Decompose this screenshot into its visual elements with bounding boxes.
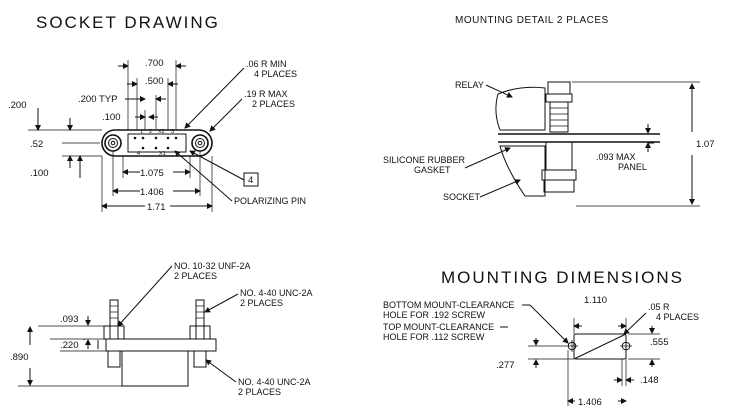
note-r-max-line2: 2 PLACES (252, 99, 295, 109)
pin-label-1: 1 (140, 129, 143, 135)
socket-lower-body (121, 350, 189, 387)
dim-107: 1.07 (696, 139, 715, 150)
top-clearance-line1: TOP MOUNT-CLEARANCE (383, 322, 494, 332)
dim-100-bottom: .100 (30, 168, 49, 179)
note-flag-number: 4 (248, 175, 253, 186)
screw-1-qty: 2 PLACES (174, 271, 217, 281)
dim-171: 1.71 (147, 202, 166, 213)
dim-1110: 1.110 (584, 295, 607, 306)
mounting-dimensions-title: MOUNTING DIMENSIONS (441, 268, 684, 287)
relay-body (495, 86, 546, 131)
dim-500: .500 (145, 76, 164, 87)
pin-label-2: 2 (149, 129, 152, 135)
bottom-clearance-line2: HOLE FOR .192 SCREW (383, 310, 486, 320)
stud (549, 101, 569, 133)
gasket-label-line2: GASKET (414, 165, 451, 175)
relay-label: RELAY (455, 80, 484, 90)
socket-drawing-title: SOCKET DRAWING (36, 13, 220, 32)
dim-555: .555 (650, 337, 669, 348)
socket-outline (101, 129, 213, 157)
bottom-nut (541, 169, 577, 181)
polarizing-pin-label: POLARIZING PIN (234, 196, 306, 206)
screw-1-label: NO. 10-32 UNF-2A (174, 261, 251, 271)
bottom-clearance-line1: BOTTOM MOUNT-CLEARANCE (383, 300, 514, 310)
gasket-label-line1: SILICONE RUBBER (383, 155, 466, 165)
dim-093: .093 (60, 314, 79, 325)
socket-label: SOCKET (443, 192, 481, 202)
note-r-min-line2: 4 PLACES (254, 69, 297, 79)
mounting-detail-title: MOUNTING DETAIL 2 PLACES (455, 15, 609, 26)
dim-277: .277 (496, 360, 515, 371)
pin-label-3: 3 (171, 129, 174, 135)
dim-220: .220 (60, 340, 79, 351)
pin-label-x1: X1 (159, 151, 166, 157)
mounting-detail-view: MOUNTING DETAIL 2 PLACES 1.07 .093 MAX P… (383, 15, 715, 207)
note-r-line2: 4 PLACES (656, 312, 699, 322)
gasket-stack (545, 141, 573, 171)
pin-label-x2: X2 (158, 129, 165, 135)
dim-200-typ: .200 TYP (78, 94, 117, 105)
socket-pins (133, 136, 178, 150)
dim-148: .148 (640, 375, 659, 386)
panel-note-line1: .093 MAX (596, 152, 636, 162)
dim-1075: 1.075 (140, 168, 164, 179)
left-bottom-screw (107, 350, 121, 368)
socket-body (499, 145, 546, 197)
dim-890: .890 (10, 352, 29, 363)
dim-1406: 1.406 (140, 187, 164, 198)
socket-drawing-view: SOCKET DRAWING 1 2 X2 3 4 X1 (8, 13, 306, 213)
socket-center-block (127, 133, 187, 153)
dim-200: .200 (8, 100, 27, 111)
right-bottom-screw (193, 350, 207, 368)
note-r-max-line1: .19 R MAX (244, 89, 288, 99)
dim-700: .700 (145, 58, 164, 69)
dim-52: .52 (30, 139, 43, 150)
note-r-line1: .05 R (648, 302, 670, 312)
dim-1406-bottom: 1.406 (578, 397, 602, 408)
left-mount-hole (104, 134, 122, 152)
flange (105, 338, 217, 352)
screw-2-label: NO. 4-40 UNC-2A (240, 288, 313, 298)
right-mount-hole (191, 134, 209, 152)
mounting-dimensions-view: MOUNTING DIMENSIONS 1.110 .05 R 4 PLACES… (383, 268, 699, 408)
side-view: NO. 10-32 UNF-2A 2 PLACES NO. 4-40 UNC-2… (10, 261, 313, 397)
screw-3-qty: 2 PLACES (238, 387, 281, 397)
note-r-min-line1: .06 R MIN (246, 59, 287, 69)
pin-label-4: 4 (137, 151, 140, 157)
dim-100-top: .100 (102, 112, 121, 123)
top-clearance-line2: HOLE FOR .112 SCREW (383, 332, 485, 342)
screw-2-qty: 2 PLACES (240, 298, 283, 308)
screw-3-label: NO. 4-40 UNC-2A (238, 377, 311, 387)
panel-note-line2: PANEL (618, 162, 647, 172)
top-nut (547, 81, 571, 95)
